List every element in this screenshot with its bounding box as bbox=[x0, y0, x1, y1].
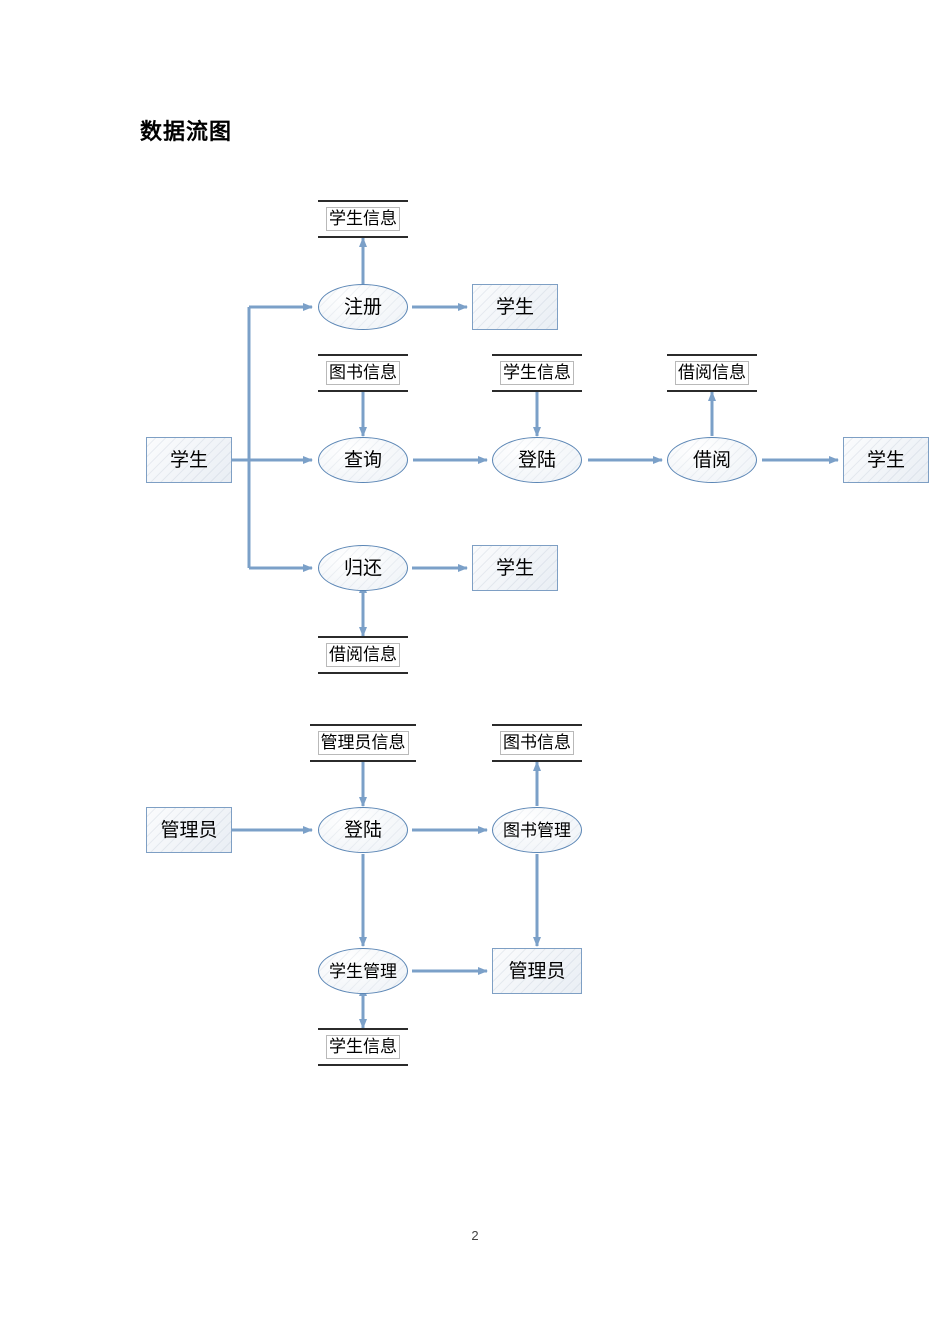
data-store-label: 图书信息 bbox=[500, 731, 574, 755]
entity-admin-source[interactable]: 管理员 bbox=[146, 807, 232, 853]
data-store-book-info-admin: 图书信息 bbox=[492, 724, 582, 762]
process-register[interactable]: 注册 bbox=[318, 284, 408, 330]
data-store-label: 学生信息 bbox=[326, 1035, 400, 1059]
process-query[interactable]: 查询 bbox=[318, 437, 408, 483]
page-title: 数据流图 bbox=[140, 119, 233, 144]
process-return[interactable]: 归还 bbox=[318, 545, 408, 591]
entity-admin-sink[interactable]: 管理员 bbox=[492, 948, 582, 994]
data-store-label: 借阅信息 bbox=[675, 361, 749, 385]
data-store-label: 管理员信息 bbox=[317, 731, 409, 755]
data-store-student-info-register: 学生信息 bbox=[318, 200, 408, 238]
data-store-admin-info: 管理员信息 bbox=[310, 724, 416, 762]
data-store-book-info-query: 图书信息 bbox=[318, 354, 408, 392]
process-admin-login[interactable]: 登陆 bbox=[318, 807, 408, 853]
data-store-label: 借阅信息 bbox=[326, 643, 400, 667]
process-login[interactable]: 登陆 bbox=[492, 437, 582, 483]
entity-student-return-sink[interactable]: 学生 bbox=[472, 545, 558, 591]
data-store-borrow-info-borrow: 借阅信息 bbox=[667, 354, 757, 392]
process-student-management[interactable]: 学生管理 bbox=[318, 948, 408, 994]
entity-student-register-sink[interactable]: 学生 bbox=[472, 284, 558, 330]
data-store-label: 学生信息 bbox=[500, 361, 574, 385]
page-number: 2 bbox=[471, 1228, 479, 1243]
process-book-management[interactable]: 图书管理 bbox=[492, 807, 582, 853]
entity-student-source[interactable]: 学生 bbox=[146, 437, 232, 483]
data-store-label: 图书信息 bbox=[326, 361, 400, 385]
data-store-student-info-admin: 学生信息 bbox=[318, 1028, 408, 1066]
data-store-label: 学生信息 bbox=[326, 207, 400, 231]
data-store-borrow-info-return: 借阅信息 bbox=[318, 636, 408, 674]
process-borrow[interactable]: 借阅 bbox=[667, 437, 757, 483]
data-store-student-info-login: 学生信息 bbox=[492, 354, 582, 392]
entity-student-borrow-sink[interactable]: 学生 bbox=[843, 437, 929, 483]
